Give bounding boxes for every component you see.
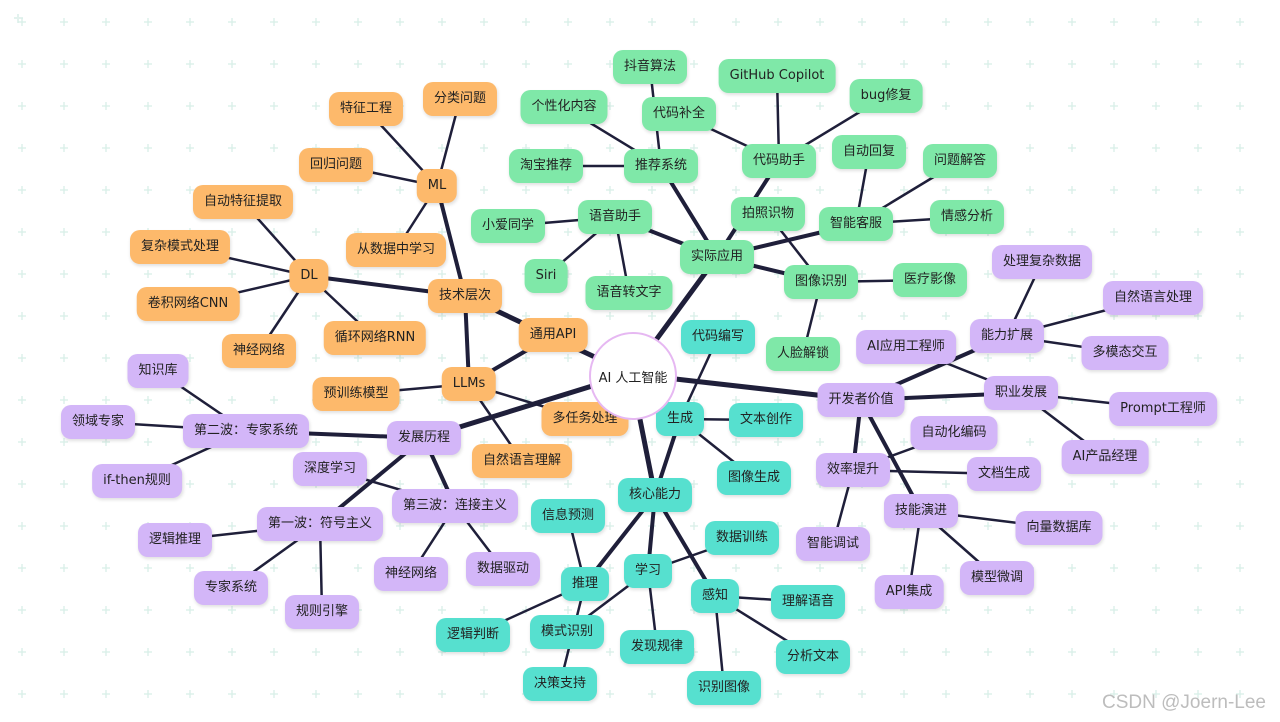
node-cnn[interactable]: 卷积网络CNN <box>136 287 240 321</box>
node-qa[interactable]: 问题解答 <box>922 144 998 178</box>
node-wave1-symbolic[interactable]: 第一波：符号主义 <box>256 507 384 541</box>
node-recognize-image[interactable]: 识别图像 <box>686 671 762 705</box>
node-dl[interactable]: DL <box>289 259 329 293</box>
node-wave2-expert[interactable]: 第二波：专家系统 <box>182 414 310 448</box>
node-skill-evolution[interactable]: 技能演进 <box>883 494 959 528</box>
node-understand-speech[interactable]: 理解语音 <box>770 585 846 619</box>
node-code-writing[interactable]: 代码编写 <box>680 320 756 354</box>
root-node-ai[interactable]: AI 人工智能 <box>589 332 677 420</box>
node-general-api[interactable]: 通用API <box>518 318 588 352</box>
node-speech-to-text[interactable]: 语音转文字 <box>585 276 673 310</box>
node-data-training[interactable]: 数据训练 <box>704 521 780 555</box>
node-code-assistant[interactable]: 代码助手 <box>741 144 817 178</box>
node-medical-imaging[interactable]: 医疗影像 <box>892 263 968 297</box>
node-if-then[interactable]: if-then规则 <box>92 464 182 498</box>
node-multimodal[interactable]: 多模态交互 <box>1081 336 1169 370</box>
node-logic-judgment[interactable]: 逻辑判断 <box>435 618 511 652</box>
node-api-integration[interactable]: API集成 <box>874 575 944 609</box>
node-code-completion[interactable]: 代码补全 <box>641 97 717 131</box>
node-auto-coding[interactable]: 自动化编码 <box>910 416 998 450</box>
node-complex-pattern[interactable]: 复杂模式处理 <box>129 230 231 264</box>
node-neural-net-dl[interactable]: 神经网络 <box>221 334 297 368</box>
node-classification[interactable]: 分类问题 <box>422 82 498 116</box>
node-rule-engine[interactable]: 规则引擎 <box>284 595 360 629</box>
node-logic-reasoning[interactable]: 逻辑推理 <box>137 523 213 557</box>
node-github-copilot[interactable]: GitHub Copilot <box>718 59 836 93</box>
node-pattern-recognition[interactable]: 模式识别 <box>529 615 605 649</box>
node-face-unlock[interactable]: 人脸解锁 <box>765 337 841 371</box>
node-sentiment[interactable]: 情感分析 <box>929 200 1005 234</box>
node-feature-engineering[interactable]: 特征工程 <box>328 92 404 126</box>
node-reasoning[interactable]: 推理 <box>560 567 610 601</box>
node-efficiency[interactable]: 效率提升 <box>815 453 891 487</box>
node-vector-db[interactable]: 向量数据库 <box>1015 511 1103 545</box>
node-analyze-text[interactable]: 分析文本 <box>775 640 851 674</box>
node-ai-pm[interactable]: AI产品经理 <box>1061 440 1149 474</box>
connector-line <box>435 184 467 298</box>
node-discover-rules[interactable]: 发现规律 <box>619 630 695 664</box>
node-ai-app-engineer[interactable]: AI应用工程师 <box>856 330 956 364</box>
node-expert-system[interactable]: 专家系统 <box>193 571 269 605</box>
node-douyin[interactable]: 抖音算法 <box>612 50 688 84</box>
node-pretrained-model[interactable]: 预训练模型 <box>312 377 400 411</box>
node-photo-identify[interactable]: 拍照识物 <box>730 197 806 231</box>
node-history[interactable]: 发展历程 <box>386 421 462 455</box>
node-learning[interactable]: 学习 <box>623 554 673 588</box>
node-personalized[interactable]: 个性化内容 <box>520 90 608 124</box>
node-learn-from-data[interactable]: 从数据中学习 <box>345 233 447 267</box>
node-llms[interactable]: LLMs <box>441 367 497 401</box>
node-smart-debug[interactable]: 智能调试 <box>795 527 871 561</box>
node-taobao[interactable]: 淘宝推荐 <box>508 149 584 183</box>
node-neural-net-history[interactable]: 神经网络 <box>373 557 449 591</box>
node-data-driven[interactable]: 数据驱动 <box>465 552 541 586</box>
node-text-creation[interactable]: 文本创作 <box>728 403 804 437</box>
node-regression[interactable]: 回归问题 <box>298 148 374 182</box>
node-image-generation[interactable]: 图像生成 <box>716 461 792 495</box>
node-deep-learning[interactable]: 深度学习 <box>292 452 368 486</box>
watermark: CSDN @Joern-Lee <box>1102 692 1266 713</box>
node-ml[interactable]: ML <box>416 169 458 203</box>
node-voice-assistant[interactable]: 语音助手 <box>577 200 653 234</box>
node-prompt-engineer[interactable]: Prompt工程师 <box>1109 392 1217 426</box>
node-doc-gen[interactable]: 文档生成 <box>966 457 1042 491</box>
node-smart-cs[interactable]: 智能客服 <box>818 207 894 241</box>
node-rnn[interactable]: 循环网络RNN <box>323 321 427 355</box>
node-decision-support[interactable]: 决策支持 <box>522 667 598 701</box>
node-bug-fix[interactable]: bug修复 <box>849 79 923 113</box>
node-info-prediction[interactable]: 信息预测 <box>530 499 606 533</box>
node-fine-tuning[interactable]: 模型微调 <box>959 561 1035 595</box>
node-core-capability[interactable]: 核心能力 <box>617 478 693 512</box>
node-auto-reply[interactable]: 自动回复 <box>831 135 907 169</box>
node-knowledge-base[interactable]: 知识库 <box>127 354 189 388</box>
node-domain-expert[interactable]: 领域专家 <box>60 405 136 439</box>
node-capability-expansion[interactable]: 能力扩展 <box>969 319 1045 353</box>
node-nlp[interactable]: 自然语言处理 <box>1102 281 1204 315</box>
node-career[interactable]: 职业发展 <box>983 376 1059 410</box>
node-generation[interactable]: 生成 <box>655 402 705 436</box>
node-complex-data[interactable]: 处理复杂数据 <box>991 245 1093 279</box>
node-applications[interactable]: 实际应用 <box>679 240 755 274</box>
node-dev-value[interactable]: 开发者价值 <box>817 383 905 417</box>
node-recommendation[interactable]: 推荐系统 <box>623 149 699 183</box>
node-siri[interactable]: Siri <box>524 259 568 293</box>
node-wave3-connectionism[interactable]: 第三波：连接主义 <box>391 489 519 523</box>
node-auto-feature[interactable]: 自动特征提取 <box>192 185 294 219</box>
node-image-recognition[interactable]: 图像识别 <box>783 265 859 299</box>
node-perception[interactable]: 感知 <box>690 579 740 613</box>
node-tech-levels[interactable]: 技术层次 <box>427 279 503 313</box>
node-nlu[interactable]: 自然语言理解 <box>471 444 573 478</box>
node-xiaoai[interactable]: 小爱同学 <box>470 209 546 243</box>
